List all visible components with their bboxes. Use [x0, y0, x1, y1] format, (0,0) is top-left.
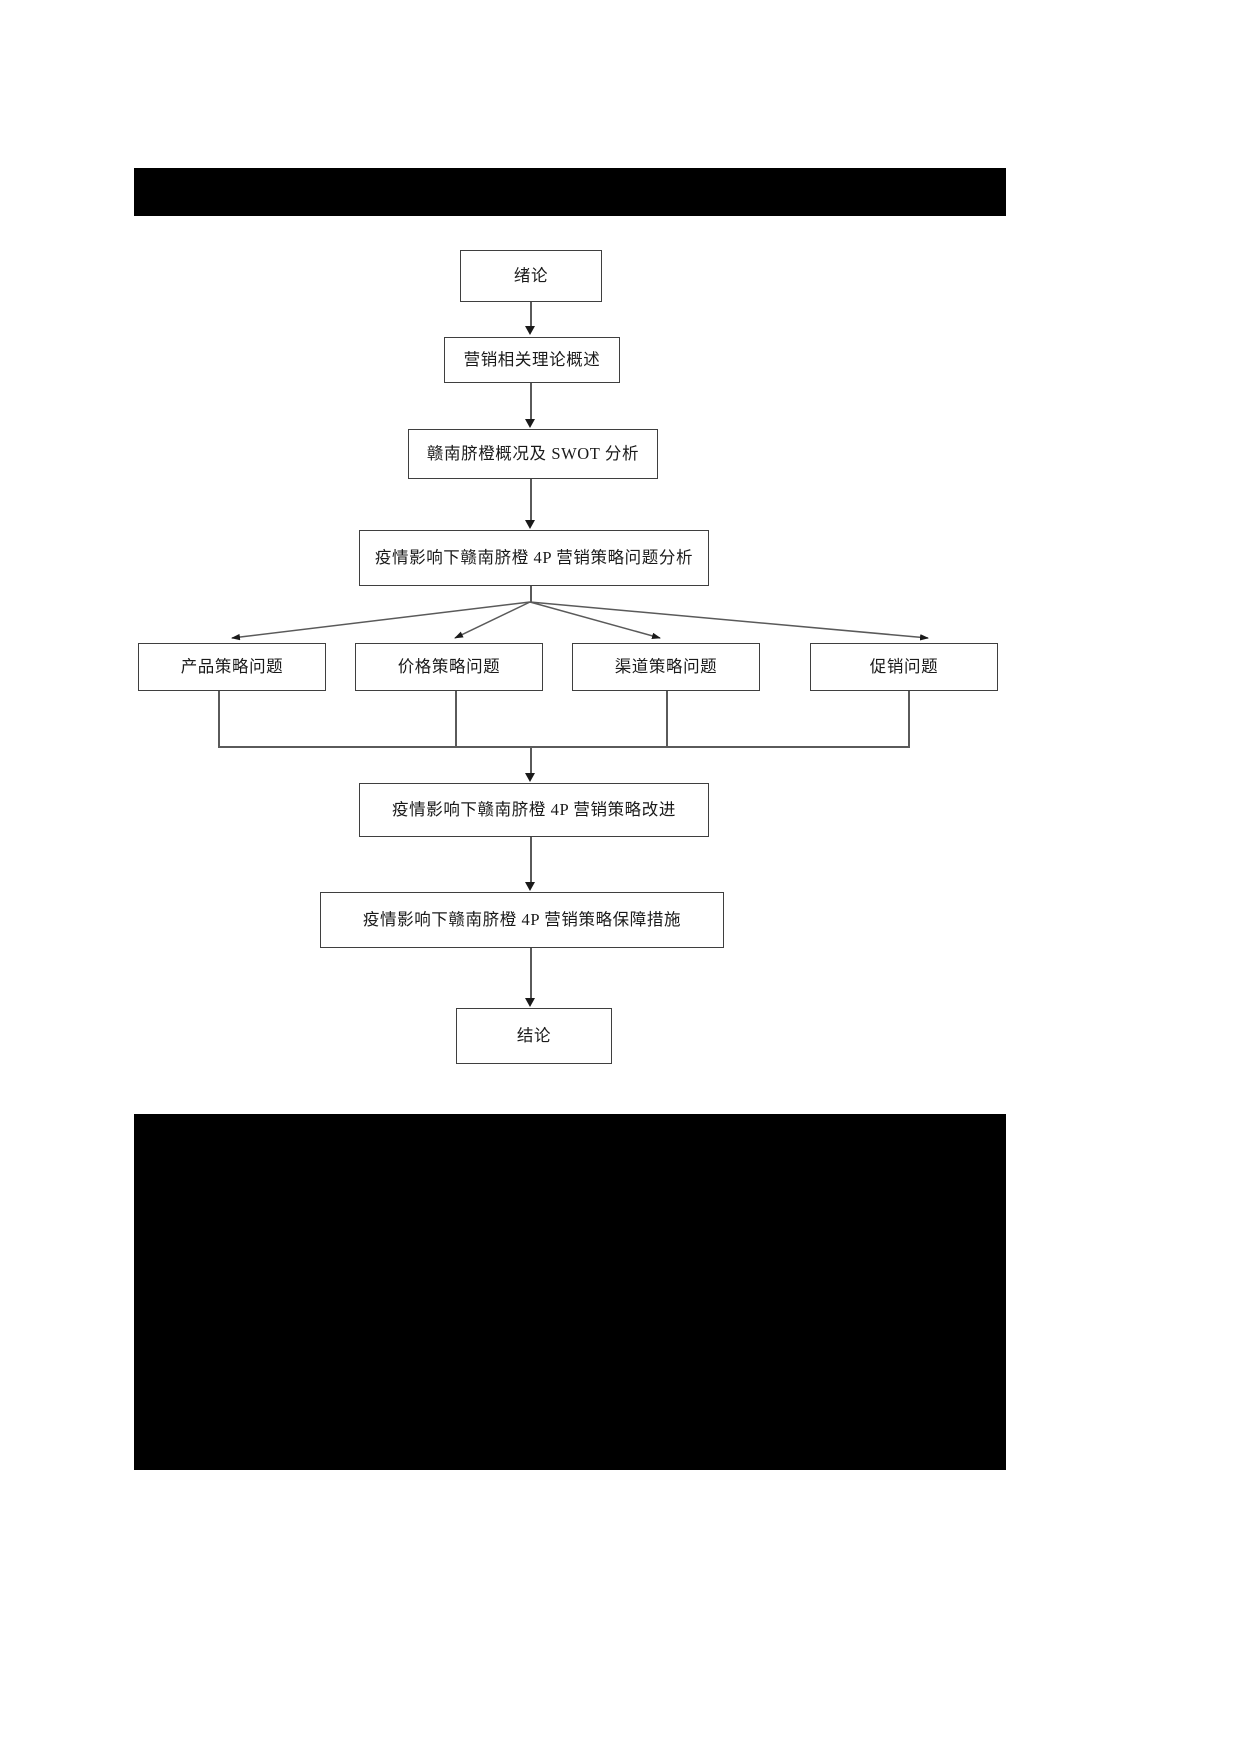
arrowhead-problem	[525, 520, 535, 529]
top-redaction-bar	[134, 168, 1006, 216]
rail-channel-down	[666, 691, 668, 747]
edge-intro-to-theory	[530, 302, 532, 328]
node-product-strategy-problem[interactable]: 产品策略问题	[138, 643, 326, 691]
node-4p-strategy-safeguards[interactable]: 疫情影响下赣南脐橙 4P 营销策略保障措施	[320, 892, 724, 948]
arrowhead-safeguards	[525, 882, 535, 891]
node-4p-strategy-improvement[interactable]: 疫情影响下赣南脐橙 4P 营销策略改进	[359, 783, 709, 837]
node-price-strategy-problem[interactable]: 价格策略问题	[355, 643, 543, 691]
bottom-redaction-bar	[134, 1114, 1006, 1470]
edge-swot-to-problem	[530, 479, 532, 522]
rail-promotion-down	[908, 691, 910, 747]
edge-safeguards-to-conclusion	[530, 948, 532, 1000]
arrowhead-conclusion	[525, 998, 535, 1007]
node-conclusion[interactable]: 结论	[456, 1008, 612, 1064]
arrowhead-swot	[525, 419, 535, 428]
node-channel-strategy-problem[interactable]: 渠道策略问题	[572, 643, 760, 691]
edge-problem-to-channel	[529, 601, 661, 639]
edge-problem-to-product	[231, 601, 531, 641]
arrowhead-improvement	[525, 773, 535, 782]
node-promotion-problem[interactable]: 促销问题	[810, 643, 998, 691]
node-theory-overview[interactable]: 营销相关理论概述	[444, 337, 620, 383]
node-4p-problem-analysis[interactable]: 疫情影响下赣南脐橙 4P 营销策略问题分析	[359, 530, 709, 586]
arrowhead-theory	[525, 326, 535, 335]
rail-product-down	[218, 691, 220, 747]
edge-improvement-to-safeguards	[530, 837, 532, 884]
rail-price-down	[455, 691, 457, 747]
node-swot-analysis[interactable]: 赣南脐橙概况及 SWOT 分析	[408, 429, 658, 479]
edge-problem-to-promotion	[529, 601, 929, 641]
node-intro[interactable]: 绪论	[460, 250, 602, 302]
edge-merge-to-improvement	[530, 747, 532, 775]
edge-problem-to-price	[454, 601, 531, 639]
rail-horizontal-merge	[218, 746, 910, 748]
edge-problem-fanout-stem	[530, 586, 532, 602]
edge-theory-to-swot	[530, 383, 532, 421]
